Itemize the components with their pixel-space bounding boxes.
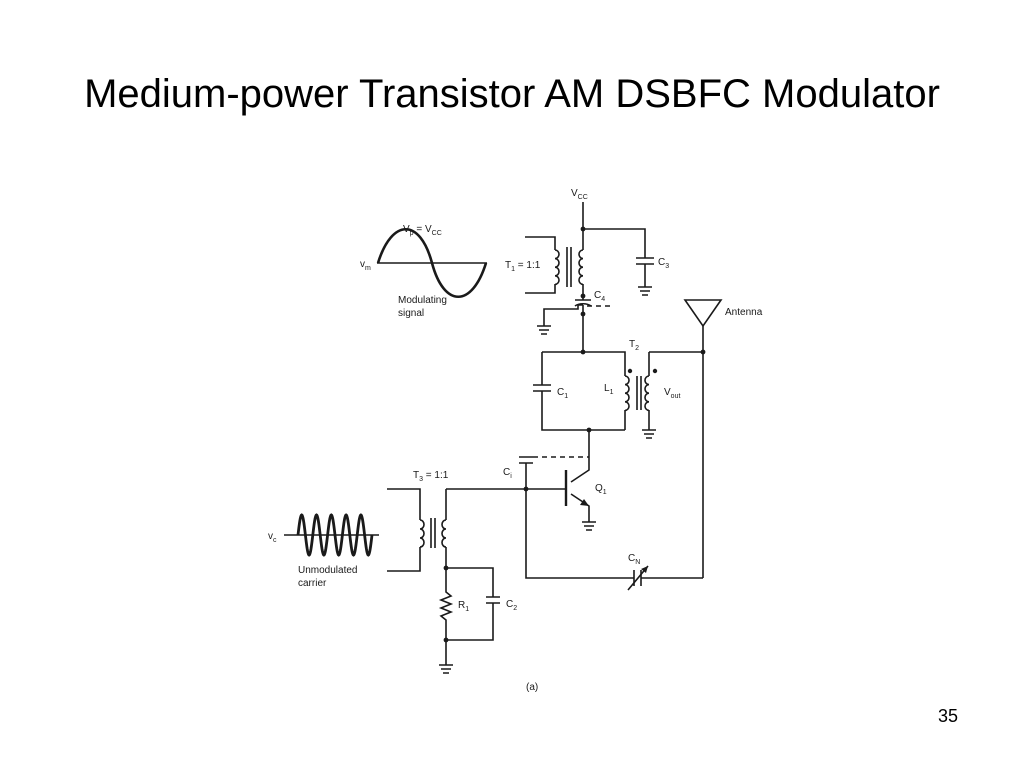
vcc-label: VCC bbox=[571, 188, 588, 201]
svg-text:VCC: VCC bbox=[571, 188, 588, 201]
q1-label: Q1 bbox=[595, 483, 607, 496]
cn-label: CN bbox=[628, 553, 640, 566]
transistor-q1 bbox=[526, 430, 596, 531]
t1-label: T1 = 1:1 bbox=[505, 260, 541, 273]
modulating-label-1: Modulating bbox=[398, 295, 447, 306]
carrier-label-1: Unmodulated bbox=[298, 565, 357, 576]
vp-label: Vp = VCC bbox=[403, 224, 442, 237]
vc-label: vc bbox=[268, 531, 277, 544]
polarity-dot bbox=[652, 368, 658, 374]
page-number: 35 bbox=[937, 706, 959, 726]
transformer-t2 bbox=[636, 352, 656, 439]
transformer-t3 bbox=[387, 488, 526, 572]
capacitor-ci bbox=[519, 456, 589, 489]
polarity-dot bbox=[627, 368, 633, 374]
capacitor-c4 bbox=[537, 296, 613, 335]
modulating-sine-icon bbox=[376, 227, 488, 299]
junction-dot bbox=[700, 349, 706, 355]
bias-network bbox=[438, 567, 500, 674]
vm-label: vm bbox=[360, 259, 371, 272]
slide-title: Medium-power Transistor AM DSBFC Modulat… bbox=[84, 72, 940, 116]
antenna-label: Antenna bbox=[725, 307, 763, 318]
c2-label: C2 bbox=[506, 599, 517, 612]
capacitor-c3 bbox=[583, 228, 654, 296]
t3-label: T3 = 1:1 bbox=[413, 470, 449, 483]
figure-caption: (a) bbox=[526, 682, 538, 693]
carrier-wave-icon bbox=[284, 513, 379, 557]
tank-circuit bbox=[533, 351, 630, 431]
c3-label: C3 bbox=[658, 257, 669, 270]
r1-label: R1 bbox=[458, 600, 469, 613]
capacitor-cn bbox=[525, 489, 703, 591]
c4-label: C4 bbox=[594, 290, 605, 303]
l1-label: L1 bbox=[604, 383, 614, 396]
antenna-icon bbox=[649, 299, 723, 578]
vout-label: Vout bbox=[664, 387, 680, 400]
t2-label: T2 bbox=[629, 339, 639, 352]
modulating-label-2: signal bbox=[398, 308, 424, 319]
ci-label: Ci bbox=[503, 467, 512, 480]
c1-label: C1 bbox=[557, 387, 568, 400]
junction-dot bbox=[443, 637, 449, 643]
carrier-label-2: carrier bbox=[298, 578, 327, 589]
